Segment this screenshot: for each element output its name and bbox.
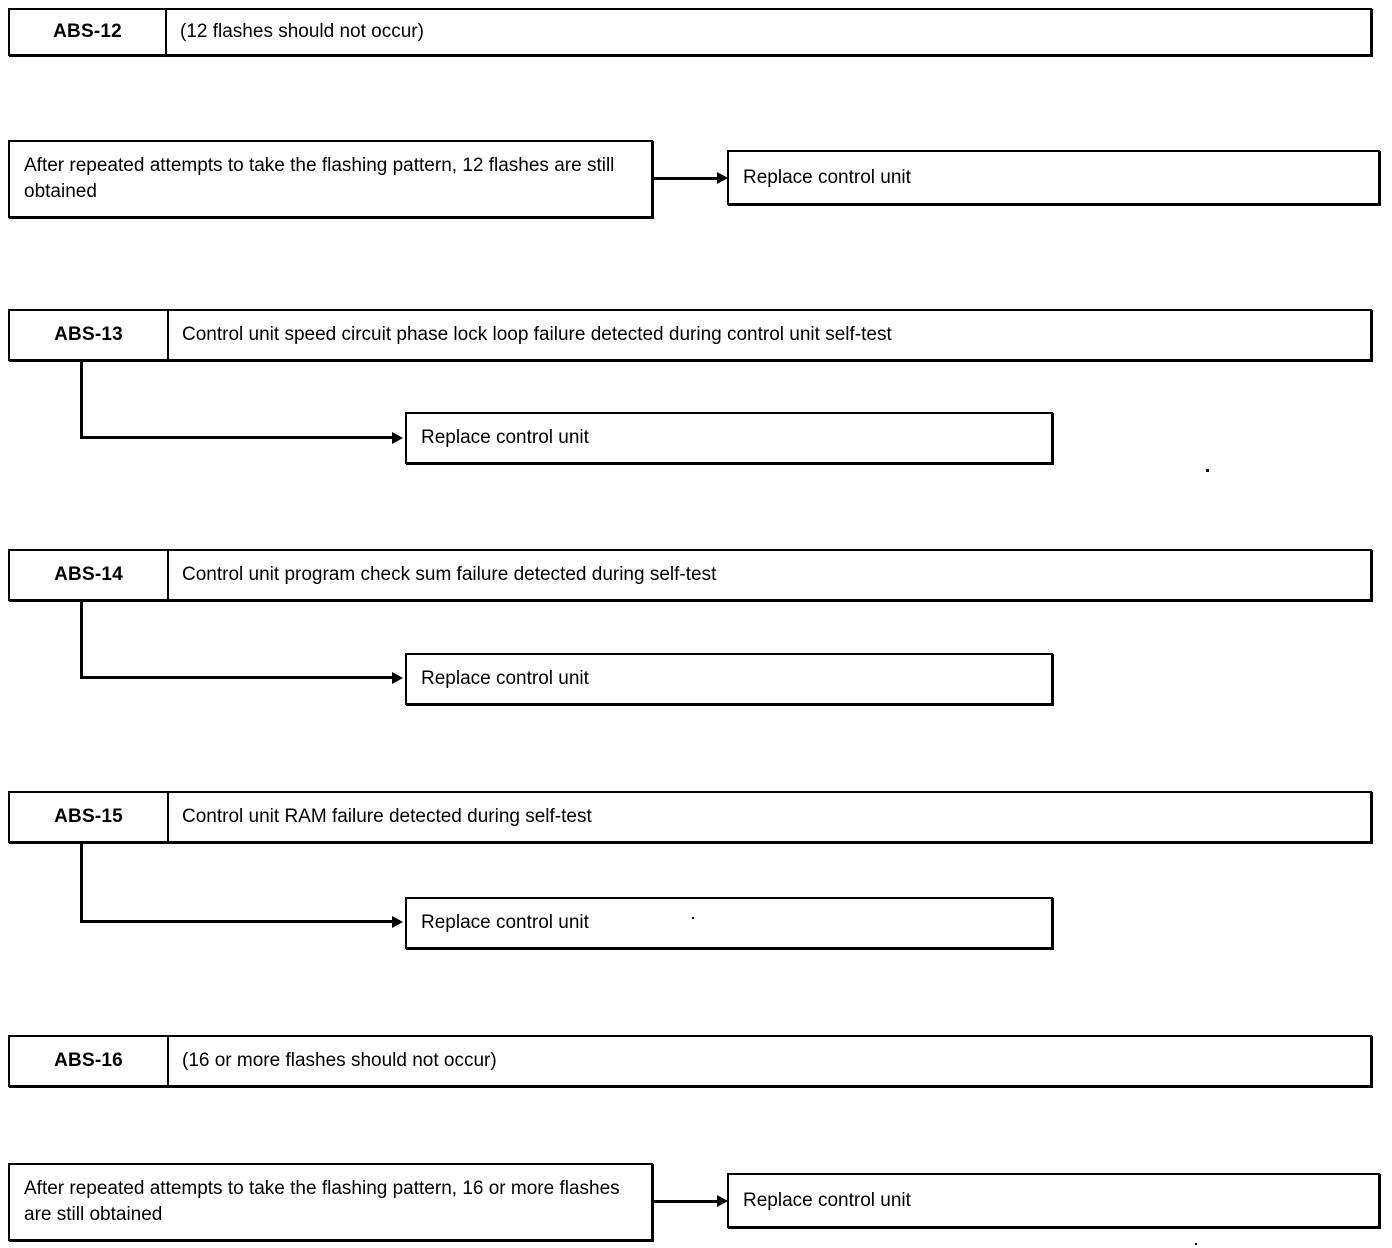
connector-arrow-abs-12 xyxy=(717,172,728,184)
connector-arrow-abs-16 xyxy=(717,1195,728,1207)
code-description-abs-12: (12 flashes should not occur) xyxy=(180,21,424,42)
code-row-abs-13: ABS-13 Control unit speed circuit phase … xyxy=(8,309,1372,361)
connector-arrow-abs-15 xyxy=(392,916,403,928)
connector-line-abs-12 xyxy=(653,177,725,180)
code-label-abs-15: ABS-15 xyxy=(10,793,169,841)
scan-speck xyxy=(1206,469,1209,472)
action-text-abs-15: Replace control unit xyxy=(421,912,589,933)
code-description-abs-14: Control unit program check sum failure d… xyxy=(182,564,717,585)
connector-vline-abs-15 xyxy=(80,843,83,923)
code-description-abs-16: (16 or more flashes should not occur) xyxy=(182,1050,497,1071)
code-row-abs-12: ABS-12 (12 flashes should not occur) xyxy=(8,8,1372,56)
action-text-abs-16: Replace control unit xyxy=(743,1189,911,1211)
code-label-abs-14: ABS-14 xyxy=(10,551,169,599)
action-box-abs-16: Replace control unit xyxy=(727,1173,1380,1228)
connector-vline-abs-13 xyxy=(80,361,83,439)
code-description-abs-15: Control unit RAM failure detected during… xyxy=(182,806,592,827)
code-label-abs-12: ABS-12 xyxy=(10,10,167,54)
code-row-abs-14: ABS-14 Control unit program check sum fa… xyxy=(8,549,1372,601)
condition-box-abs-16: After repeated attempts to take the flas… xyxy=(8,1163,653,1241)
action-box-abs-14: Replace control unit xyxy=(405,653,1053,705)
action-box-abs-13: Replace control unit xyxy=(405,412,1053,464)
action-text-abs-12: Replace control unit xyxy=(743,166,911,188)
scan-speck xyxy=(1195,1243,1197,1245)
condition-text-abs-16: After repeated attempts to take the flas… xyxy=(24,1178,620,1225)
code-row-abs-16: ABS-16 (16 or more flashes should not oc… xyxy=(8,1035,1372,1087)
scan-speck xyxy=(692,917,694,919)
action-box-abs-15: Replace control unit xyxy=(405,897,1053,949)
code-label-abs-16: ABS-16 xyxy=(10,1037,169,1085)
action-text-abs-14: Replace control unit xyxy=(421,668,589,689)
connector-hline-abs-14 xyxy=(80,676,400,679)
condition-text-abs-12: After repeated attempts to take the flas… xyxy=(24,155,615,202)
action-box-abs-12: Replace control unit xyxy=(727,150,1380,205)
action-text-abs-13: Replace control unit xyxy=(421,427,589,448)
connector-hline-abs-15 xyxy=(80,920,400,923)
connector-hline-abs-13 xyxy=(80,436,400,439)
code-row-abs-15: ABS-15 Control unit RAM failure detected… xyxy=(8,791,1372,843)
connector-arrow-abs-14 xyxy=(392,672,403,684)
connector-vline-abs-14 xyxy=(80,601,83,679)
code-label-abs-13: ABS-13 xyxy=(10,311,169,359)
connector-line-abs-16 xyxy=(653,1200,725,1203)
condition-box-abs-12: After repeated attempts to take the flas… xyxy=(8,140,653,218)
connector-arrow-abs-13 xyxy=(392,432,403,444)
code-description-abs-13: Control unit speed circuit phase lock lo… xyxy=(182,324,892,345)
